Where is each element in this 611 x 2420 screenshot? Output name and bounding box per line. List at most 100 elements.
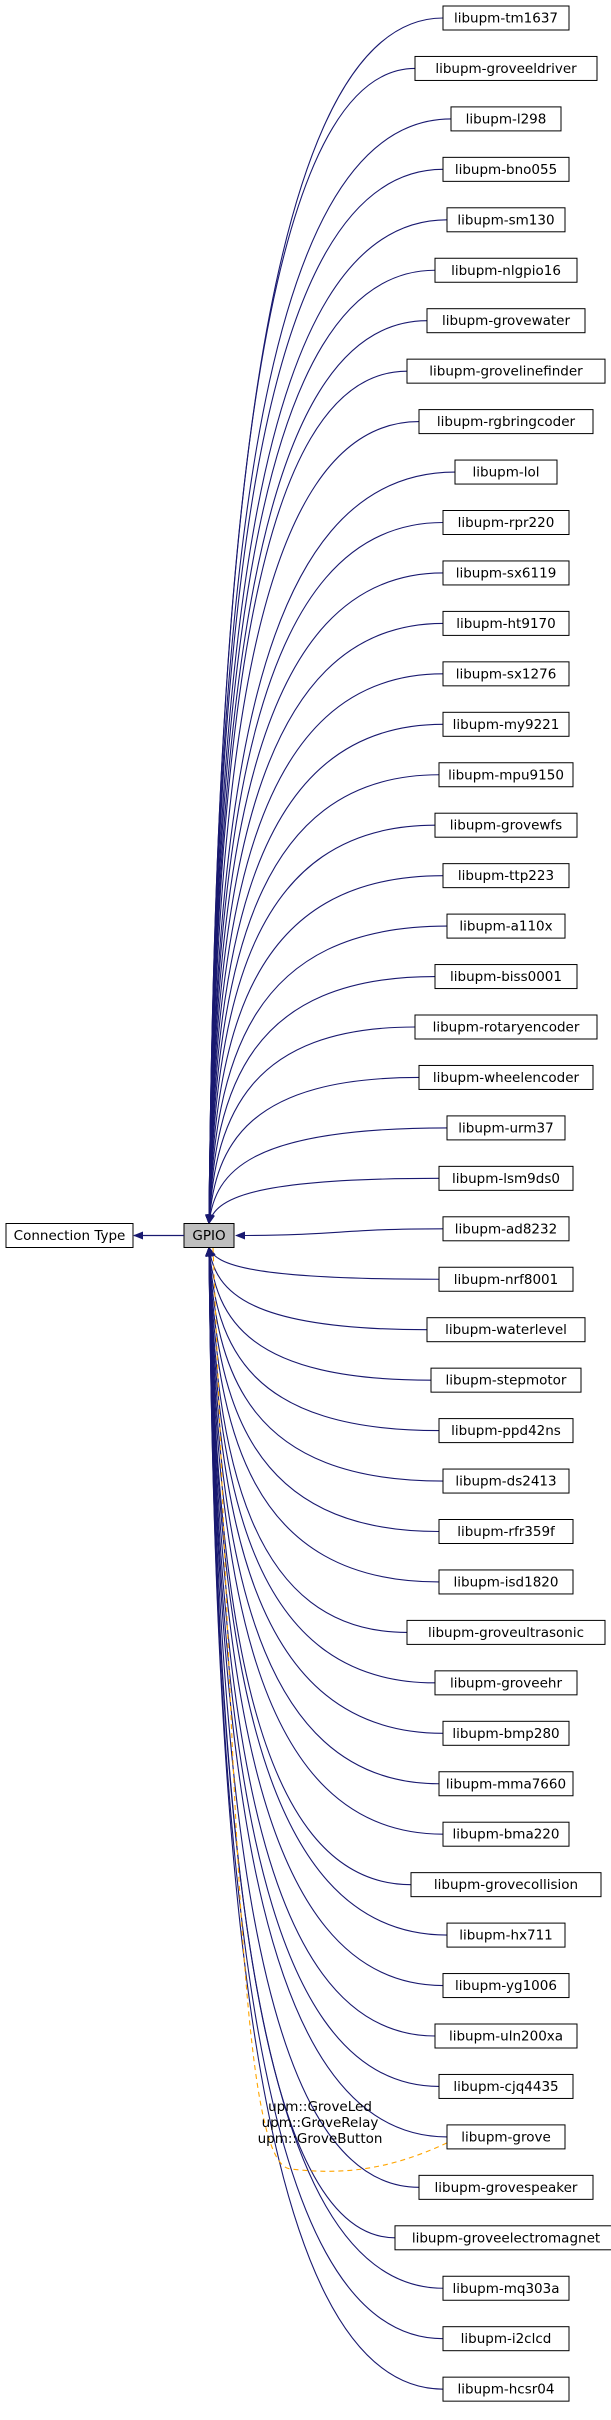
node-libupm-i2clcd[interactable]: libupm-i2clcd (442, 2326, 570, 2352)
node-libupm-ds2413[interactable]: libupm-ds2413 (442, 1468, 570, 1494)
node-libupm-bma220[interactable]: libupm-bma220 (442, 1821, 570, 1847)
node-libupm-hcsr04[interactable]: libupm-hcsr04 (442, 2376, 570, 2402)
node-box (410, 1872, 602, 1898)
node-libupm-lol[interactable]: libupm-lol (454, 459, 558, 485)
node-label: libupm-nlgpio16 (451, 263, 561, 279)
node-label: libupm-groveehr (450, 1675, 562, 1691)
node-label: libupm-l298 (466, 111, 547, 127)
node-libupm-ad8232[interactable]: libupm-ad8232 (442, 1216, 570, 1242)
node-label: libupm-isd1820 (454, 1574, 559, 1590)
node-label: libupm-tm1637 (454, 11, 558, 27)
node-libupm-grovelinefinder[interactable]: libupm-grovelinefinder (406, 358, 606, 384)
node-libupm-rotaryencoder[interactable]: libupm-rotaryencoder (414, 1014, 598, 1040)
node-libupm-mma7660[interactable]: libupm-mma7660 (438, 1771, 574, 1797)
edge-libupm-mpu9150-to-gpio (205, 774, 440, 1225)
node-libupm-bno055[interactable]: libupm-bno055 (442, 156, 570, 182)
node-libupm-ht9170[interactable]: libupm-ht9170 (442, 610, 570, 636)
node-label: libupm-rgbringcoder (437, 414, 576, 430)
node-libupm-ppd42ns[interactable]: libupm-ppd42ns (438, 1418, 574, 1444)
node-box (442, 661, 570, 687)
node-libupm-cjq4435[interactable]: libupm-cjq4435 (438, 2073, 574, 2099)
edge-libupm-rpr220-to-gpio (205, 521, 444, 1225)
node-label: libupm-grove (461, 2129, 551, 2145)
node-libupm-sx1276[interactable]: libupm-sx1276 (442, 661, 570, 687)
node-libupm-rpr220[interactable]: libupm-rpr220 (442, 510, 570, 535)
node-box (414, 55, 598, 81)
node-label: libupm-mq303a (453, 2281, 560, 2297)
node-libupm-waterlevel[interactable]: libupm-waterlevel (426, 1317, 586, 1343)
node-label: libupm-rfr359f (457, 1524, 556, 1540)
node-box (406, 358, 606, 384)
node-box (442, 1468, 570, 1494)
node-libupm-groveelectromagnet[interactable]: libupm-groveelectromagnet (394, 2225, 611, 2251)
node-libupm-sm130[interactable]: libupm-sm130 (446, 207, 566, 233)
edge-libupm-grovecollision-to-gpio (205, 1246, 412, 1886)
node-libupm-grovewater[interactable]: libupm-grovewater (426, 308, 586, 334)
node-libupm-biss0001[interactable]: libupm-biss0001 (434, 964, 578, 990)
node-label: libupm-mma7660 (446, 1776, 566, 1792)
node-libupm-groveehr[interactable]: libupm-groveehr (434, 1670, 578, 1696)
node-libupm-grovecollision[interactable]: libupm-grovecollision (410, 1872, 602, 1898)
node-box (438, 1569, 574, 1595)
node-libupm-bmp280[interactable]: libupm-bmp280 (442, 1720, 570, 1746)
node-libupm-rgbringcoder[interactable]: libupm-rgbringcoder (418, 409, 594, 435)
node-libupm-lsm9ds0[interactable]: libupm-lsm9ds0 (438, 1165, 574, 1191)
node-libupm-nrf8001[interactable]: libupm-nrf8001 (438, 1266, 574, 1292)
node-libupm-grovewfs[interactable]: libupm-grovewfs (434, 812, 578, 838)
node-box (418, 409, 594, 435)
node-label: libupm-rotaryencoder (433, 1020, 580, 1036)
node-box (442, 5, 570, 31)
node-libupm-wheelencoder[interactable]: libupm-wheelencoder (418, 1064, 594, 1090)
edge-libupm-my9221-to-gpio (205, 723, 444, 1225)
node-libupm-mq303a[interactable]: libupm-mq303a (442, 2275, 570, 2301)
node-libupm-a110x[interactable]: libupm-a110x (446, 913, 566, 939)
node-box (442, 711, 570, 737)
node-libupm-grove[interactable]: libupm-grove (446, 2124, 566, 2150)
edges-layer (205, 17, 456, 2390)
node-libupm-rfr359f[interactable]: libupm-rfr359f (438, 1519, 574, 1544)
node-label: libupm-hx711 (459, 1928, 553, 1944)
node-box (438, 1771, 574, 1797)
node-libupm-l298[interactable]: libupm-l298 (450, 106, 562, 132)
node-box (414, 1014, 598, 1040)
node-label: libupm-lol (473, 465, 540, 481)
node-label: libupm-ds2413 (455, 1474, 556, 1490)
node-libupm-groveultrasonic[interactable]: libupm-groveultrasonic (406, 1619, 606, 1645)
node-libupm-tm1637[interactable]: libupm-tm1637 (442, 5, 570, 31)
node-libupm-stepmotor[interactable]: libupm-stepmotor (430, 1367, 582, 1393)
edge-libupm-rgbringcoder-to-gpio (205, 421, 420, 1225)
node-libupm-mpu9150[interactable]: libupm-mpu9150 (438, 762, 574, 788)
node-libupm-uln200xa[interactable]: libupm-uln200xa (434, 2023, 578, 2049)
node-box (394, 2225, 611, 2251)
node-libupm-hx711[interactable]: libupm-hx711 (446, 1922, 566, 1948)
node-label: libupm-ad8232 (455, 1221, 557, 1237)
node-libupm-urm37[interactable]: libupm-urm37 (446, 1115, 566, 1141)
parent-node-connection-type[interactable]: Connection Type (5, 1223, 134, 1248)
node-label: libupm-groveeldriver (435, 61, 577, 77)
node-libupm-isd1820[interactable]: libupm-isd1820 (438, 1569, 574, 1595)
node-label: libupm-groveelectromagnet (412, 2230, 600, 2246)
node-libupm-sx6119[interactable]: libupm-sx6119 (442, 560, 570, 586)
node-box (418, 1064, 594, 1090)
node-label: libupm-ttp223 (458, 868, 554, 884)
edge-libupm-lol-to-gpio (205, 471, 456, 1225)
edge-libupm-stepmotor-to-gpio (205, 1246, 432, 1381)
edge-libupm-wheelencoder-to-gpio (205, 1076, 420, 1225)
hub-node-gpio[interactable]: GPIO (183, 1223, 235, 1248)
node-label: libupm-uln200xa (449, 2029, 563, 2045)
node-box (442, 1821, 570, 1847)
node-box (442, 2326, 570, 2352)
node-label: libupm-grovespeaker (435, 2180, 578, 2196)
node-libupm-my9221[interactable]: libupm-my9221 (442, 711, 570, 737)
node-libupm-groveeldriver[interactable]: libupm-groveeldriver (414, 55, 598, 81)
dashed-edge-label: upm::GroveLed (268, 2099, 372, 2115)
node-libupm-grovespeaker[interactable]: libupm-grovespeaker (418, 2174, 594, 2200)
node-libupm-nlgpio16[interactable]: libupm-nlgpio16 (434, 257, 578, 283)
node-box (442, 2376, 570, 2402)
edge-libupm-sx6119-to-gpio (205, 572, 444, 1225)
node-libupm-yg1006[interactable]: libupm-yg1006 (442, 1973, 570, 1999)
edge-libupm-lsm9ds0-to-gpio (207, 1177, 440, 1225)
node-label: libupm-lsm9ds0 (452, 1171, 560, 1187)
node-box (442, 156, 570, 182)
node-libupm-ttp223[interactable]: libupm-ttp223 (442, 863, 570, 889)
